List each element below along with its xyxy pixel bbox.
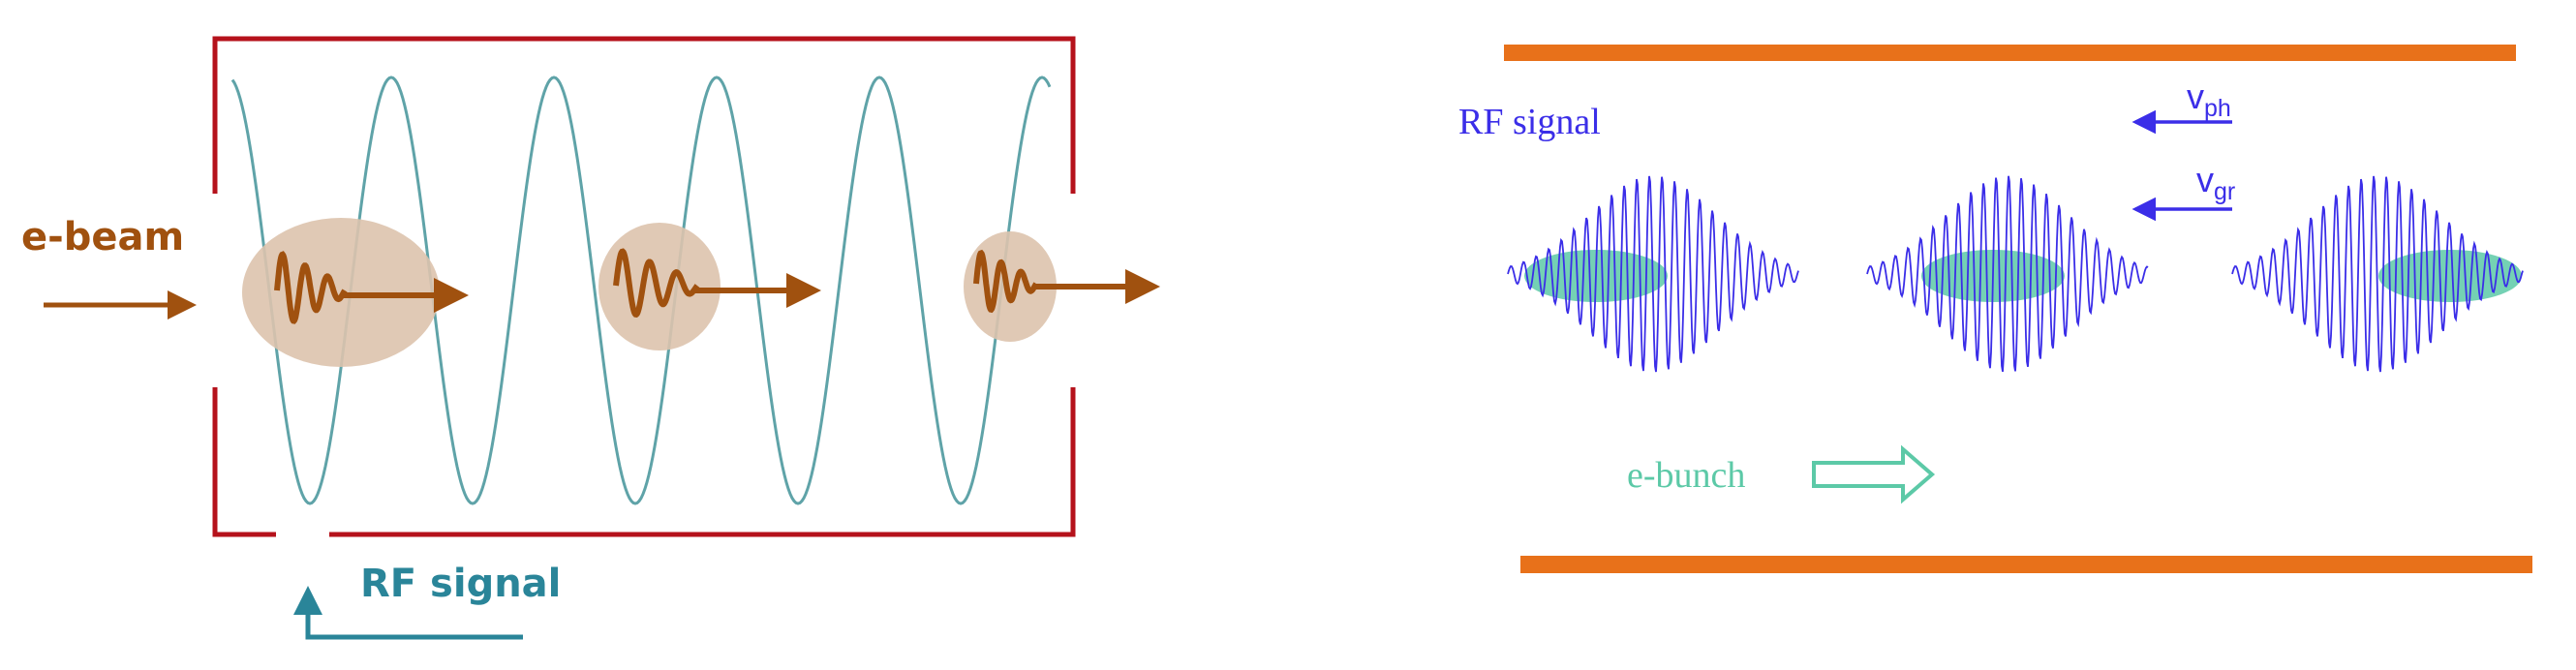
rf-signal-label-right: RF signal — [1458, 102, 1601, 142]
e-bunch — [2378, 250, 2522, 302]
bunch-oscillation — [274, 251, 348, 324]
traveling-wave-panel: RF signal vph vgr e-bunch — [1458, 45, 2532, 573]
e-bunch-label: e-bunch — [1627, 455, 1745, 496]
up-arrow-icon — [293, 586, 523, 640]
cavity-wall — [329, 387, 1076, 537]
bunch-oscillation — [973, 249, 1039, 314]
standing-wave-cavity-panel: e-beam RF signal — [21, 36, 1160, 640]
cavity-wall — [212, 387, 276, 537]
cavity-wall — [212, 36, 1076, 194]
bottom-plate — [1520, 556, 2532, 573]
rf-signal-label-left: RF signal — [360, 562, 561, 606]
standing-rf-wave — [230, 76, 1052, 505]
phase-velocity-label: vph — [2187, 76, 2231, 122]
rf-wave-packet — [2231, 175, 2524, 373]
bunch-oscillation — [613, 248, 700, 319]
beam-label: e-beam — [21, 215, 184, 259]
hollow-right-arrow-icon — [1812, 444, 1936, 504]
top-plate — [1504, 45, 2516, 61]
electron-bunch-blob — [964, 231, 1057, 342]
rf-wave-packet — [1507, 175, 1799, 373]
group-velocity-label: vgr — [2196, 160, 2235, 205]
rf-wave-packet — [1866, 175, 2149, 373]
